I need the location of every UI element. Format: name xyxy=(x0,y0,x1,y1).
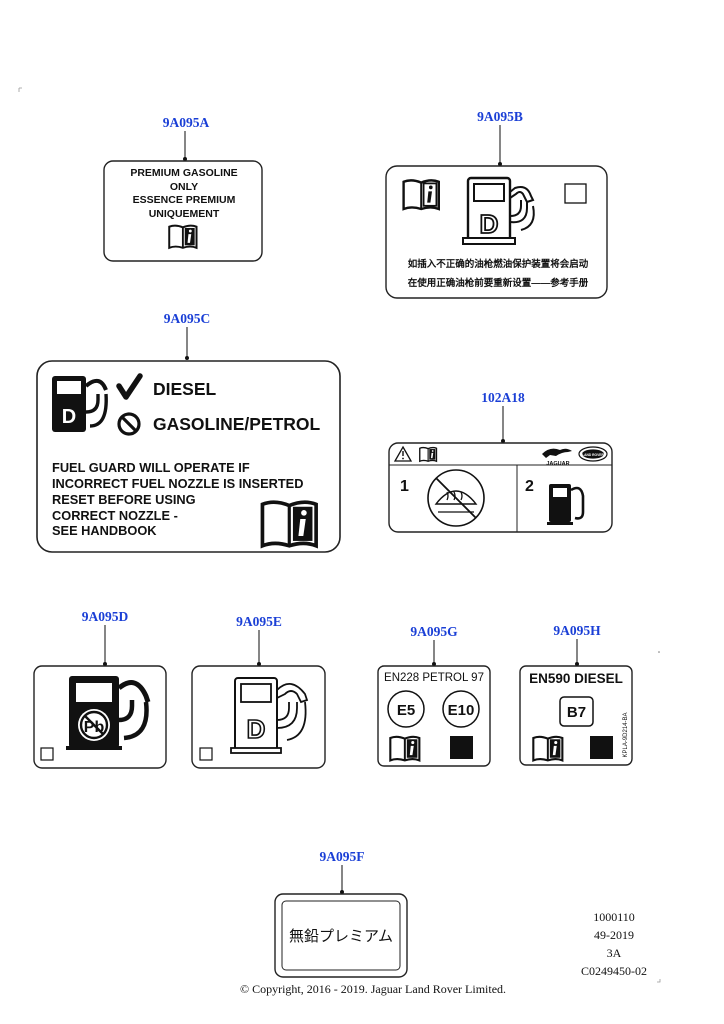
fuel-prohibited: GASOLINE/PETROL xyxy=(153,414,321,434)
part-number[interactable]: 9A095E xyxy=(236,614,282,629)
ref-number: 1000110 xyxy=(593,910,635,924)
filled-square xyxy=(590,736,613,759)
land-rover-oval-logo: LAND ROVER xyxy=(578,446,608,462)
handbook-info-icon xyxy=(389,735,421,762)
grade-circle xyxy=(442,690,480,728)
leader-dot xyxy=(340,890,344,894)
label-outline xyxy=(103,160,263,262)
ref-code: C0249450-02 xyxy=(581,964,647,978)
label-inner-outline xyxy=(281,900,401,971)
filled-square xyxy=(450,736,473,759)
copyright-notice: © Copyright, 2016 - 2019. Jaguar Land Ro… xyxy=(240,982,506,996)
part-number[interactable]: 9A095B xyxy=(477,109,523,124)
label-text-line: ESSENCE PREMIUM xyxy=(133,194,236,206)
label-9a095e: 9A095E D xyxy=(191,614,326,769)
leader-dot xyxy=(575,662,579,666)
label-text-line: SEE HANDBOOK xyxy=(52,523,157,538)
fuel-pump-icon xyxy=(547,484,585,525)
part-number[interactable]: 9A095A xyxy=(163,115,210,130)
prohibited-icon xyxy=(117,412,141,436)
scan-dot xyxy=(658,651,660,653)
diesel-pump-icon: D xyxy=(52,376,108,432)
warning-icon xyxy=(393,445,413,462)
step-number: 2 xyxy=(525,478,534,495)
label-9a095h: 9A095H EN590 DIESEL B7 KPLA-9D214-BA xyxy=(519,623,633,766)
label-9a095d: 9A095D Pb xyxy=(33,609,167,769)
grade-label: E10 xyxy=(448,702,475,719)
diesel-pump-icon: D xyxy=(462,176,535,245)
part-code-vertical: KPLA-9D214-BA xyxy=(623,712,629,757)
label-text-line: FUEL GUARD WILL OPERATE IF xyxy=(52,460,250,475)
label-102a18: 102A18 JAGUAR LAND ROVER 1 xyxy=(388,390,613,533)
label-title: EN590 DIESEL xyxy=(529,671,623,686)
grade-circle xyxy=(387,690,425,728)
part-number[interactable]: 9A095G xyxy=(410,624,458,639)
leader-dot xyxy=(183,157,187,161)
label-text-line: INCORRECT FUEL NOZZLE IS INSERTED xyxy=(52,476,303,491)
ref-date: 49-2019 xyxy=(594,928,634,942)
leader-dot xyxy=(185,356,189,360)
leader-dot xyxy=(498,162,502,166)
step-number: 1 xyxy=(400,478,409,495)
fuel-pump-no-lead-icon: Pb xyxy=(66,676,151,750)
leader-dot xyxy=(257,662,261,666)
part-number[interactable]: 9A095H xyxy=(553,623,601,638)
pump-letter: D xyxy=(247,714,266,744)
label-9a095g: 9A095G EN228 PETROL 97 E5 E10 xyxy=(377,624,491,767)
scan-mark xyxy=(18,87,22,92)
label-9a095b: 9A095B D 如插入不正确的油枪燃油保护装置将会启动 在使用正确油枪前要重新… xyxy=(385,109,608,299)
label-text-line: RESET BEFORE USING xyxy=(52,492,196,507)
check-mark-icon xyxy=(116,373,143,400)
label-text-line: PREMIUM GASOLINE xyxy=(130,167,237,179)
label-9a095f: 9A095F 無鉛プレミアム xyxy=(274,849,408,978)
grade-label: E5 xyxy=(397,702,415,719)
leader-dot xyxy=(103,662,107,666)
handbook-info-icon xyxy=(419,446,438,463)
leader-dot xyxy=(432,662,436,666)
reference-block: 1000110 49-2019 3A C0249450-02 xyxy=(581,910,647,978)
handbook-info-icon xyxy=(402,179,441,211)
checkbox-square xyxy=(40,747,54,761)
jaguar-leaper-logo: JAGUAR xyxy=(542,448,572,467)
no-windscreen-demist-icon xyxy=(427,469,485,527)
jaguar-wordmark: JAGUAR xyxy=(546,461,569,467)
handbook-info-icon xyxy=(260,500,318,549)
label-outline xyxy=(274,893,408,978)
label-9a095a: 9A095A PREMIUM GASOLINE ONLY ESSENCE PRE… xyxy=(103,115,263,262)
label-title: EN228 PETROL 97 xyxy=(384,672,484,684)
diesel-pump-outline-icon: D xyxy=(230,677,309,754)
fuel-allowed: DIESEL xyxy=(153,379,217,399)
label-text-line: UNIQUEMENT xyxy=(149,208,220,220)
handbook-info-icon xyxy=(168,224,198,250)
label-9a095c: 9A095C D DIESEL GASOLINE/PETROL FUEL GUA… xyxy=(36,311,341,553)
label-text-line: 在使用正确油枪前要重新设置——参考手册 xyxy=(408,277,589,289)
scan-mark xyxy=(657,979,661,983)
label-text-line: CORRECT NOZZLE - xyxy=(52,508,178,523)
svg-text:Pb: Pb xyxy=(84,719,105,736)
label-outline xyxy=(385,165,608,299)
part-number[interactable]: 9A095C xyxy=(164,311,211,326)
grade-box xyxy=(559,696,594,727)
leader-dot xyxy=(501,439,505,443)
checkbox-square xyxy=(564,183,587,204)
pump-letter: D xyxy=(62,406,76,428)
checkbox-square xyxy=(199,747,213,761)
label-text-line: ONLY xyxy=(170,181,198,193)
grade-label: B7 xyxy=(567,704,586,721)
ref-revision: 3A xyxy=(607,946,622,960)
part-number[interactable]: 9A095D xyxy=(82,609,129,624)
part-number[interactable]: 102A18 xyxy=(481,390,525,405)
land-rover-wordmark: LAND ROVER xyxy=(582,453,604,457)
pump-letter: D xyxy=(480,209,499,239)
label-text: 無鉛プレミアム xyxy=(289,928,393,945)
handbook-info-icon xyxy=(532,735,564,762)
label-text-line: 如插入不正确的油枪燃油保护装置将会启动 xyxy=(408,258,589,270)
part-number[interactable]: 9A095F xyxy=(320,849,365,864)
